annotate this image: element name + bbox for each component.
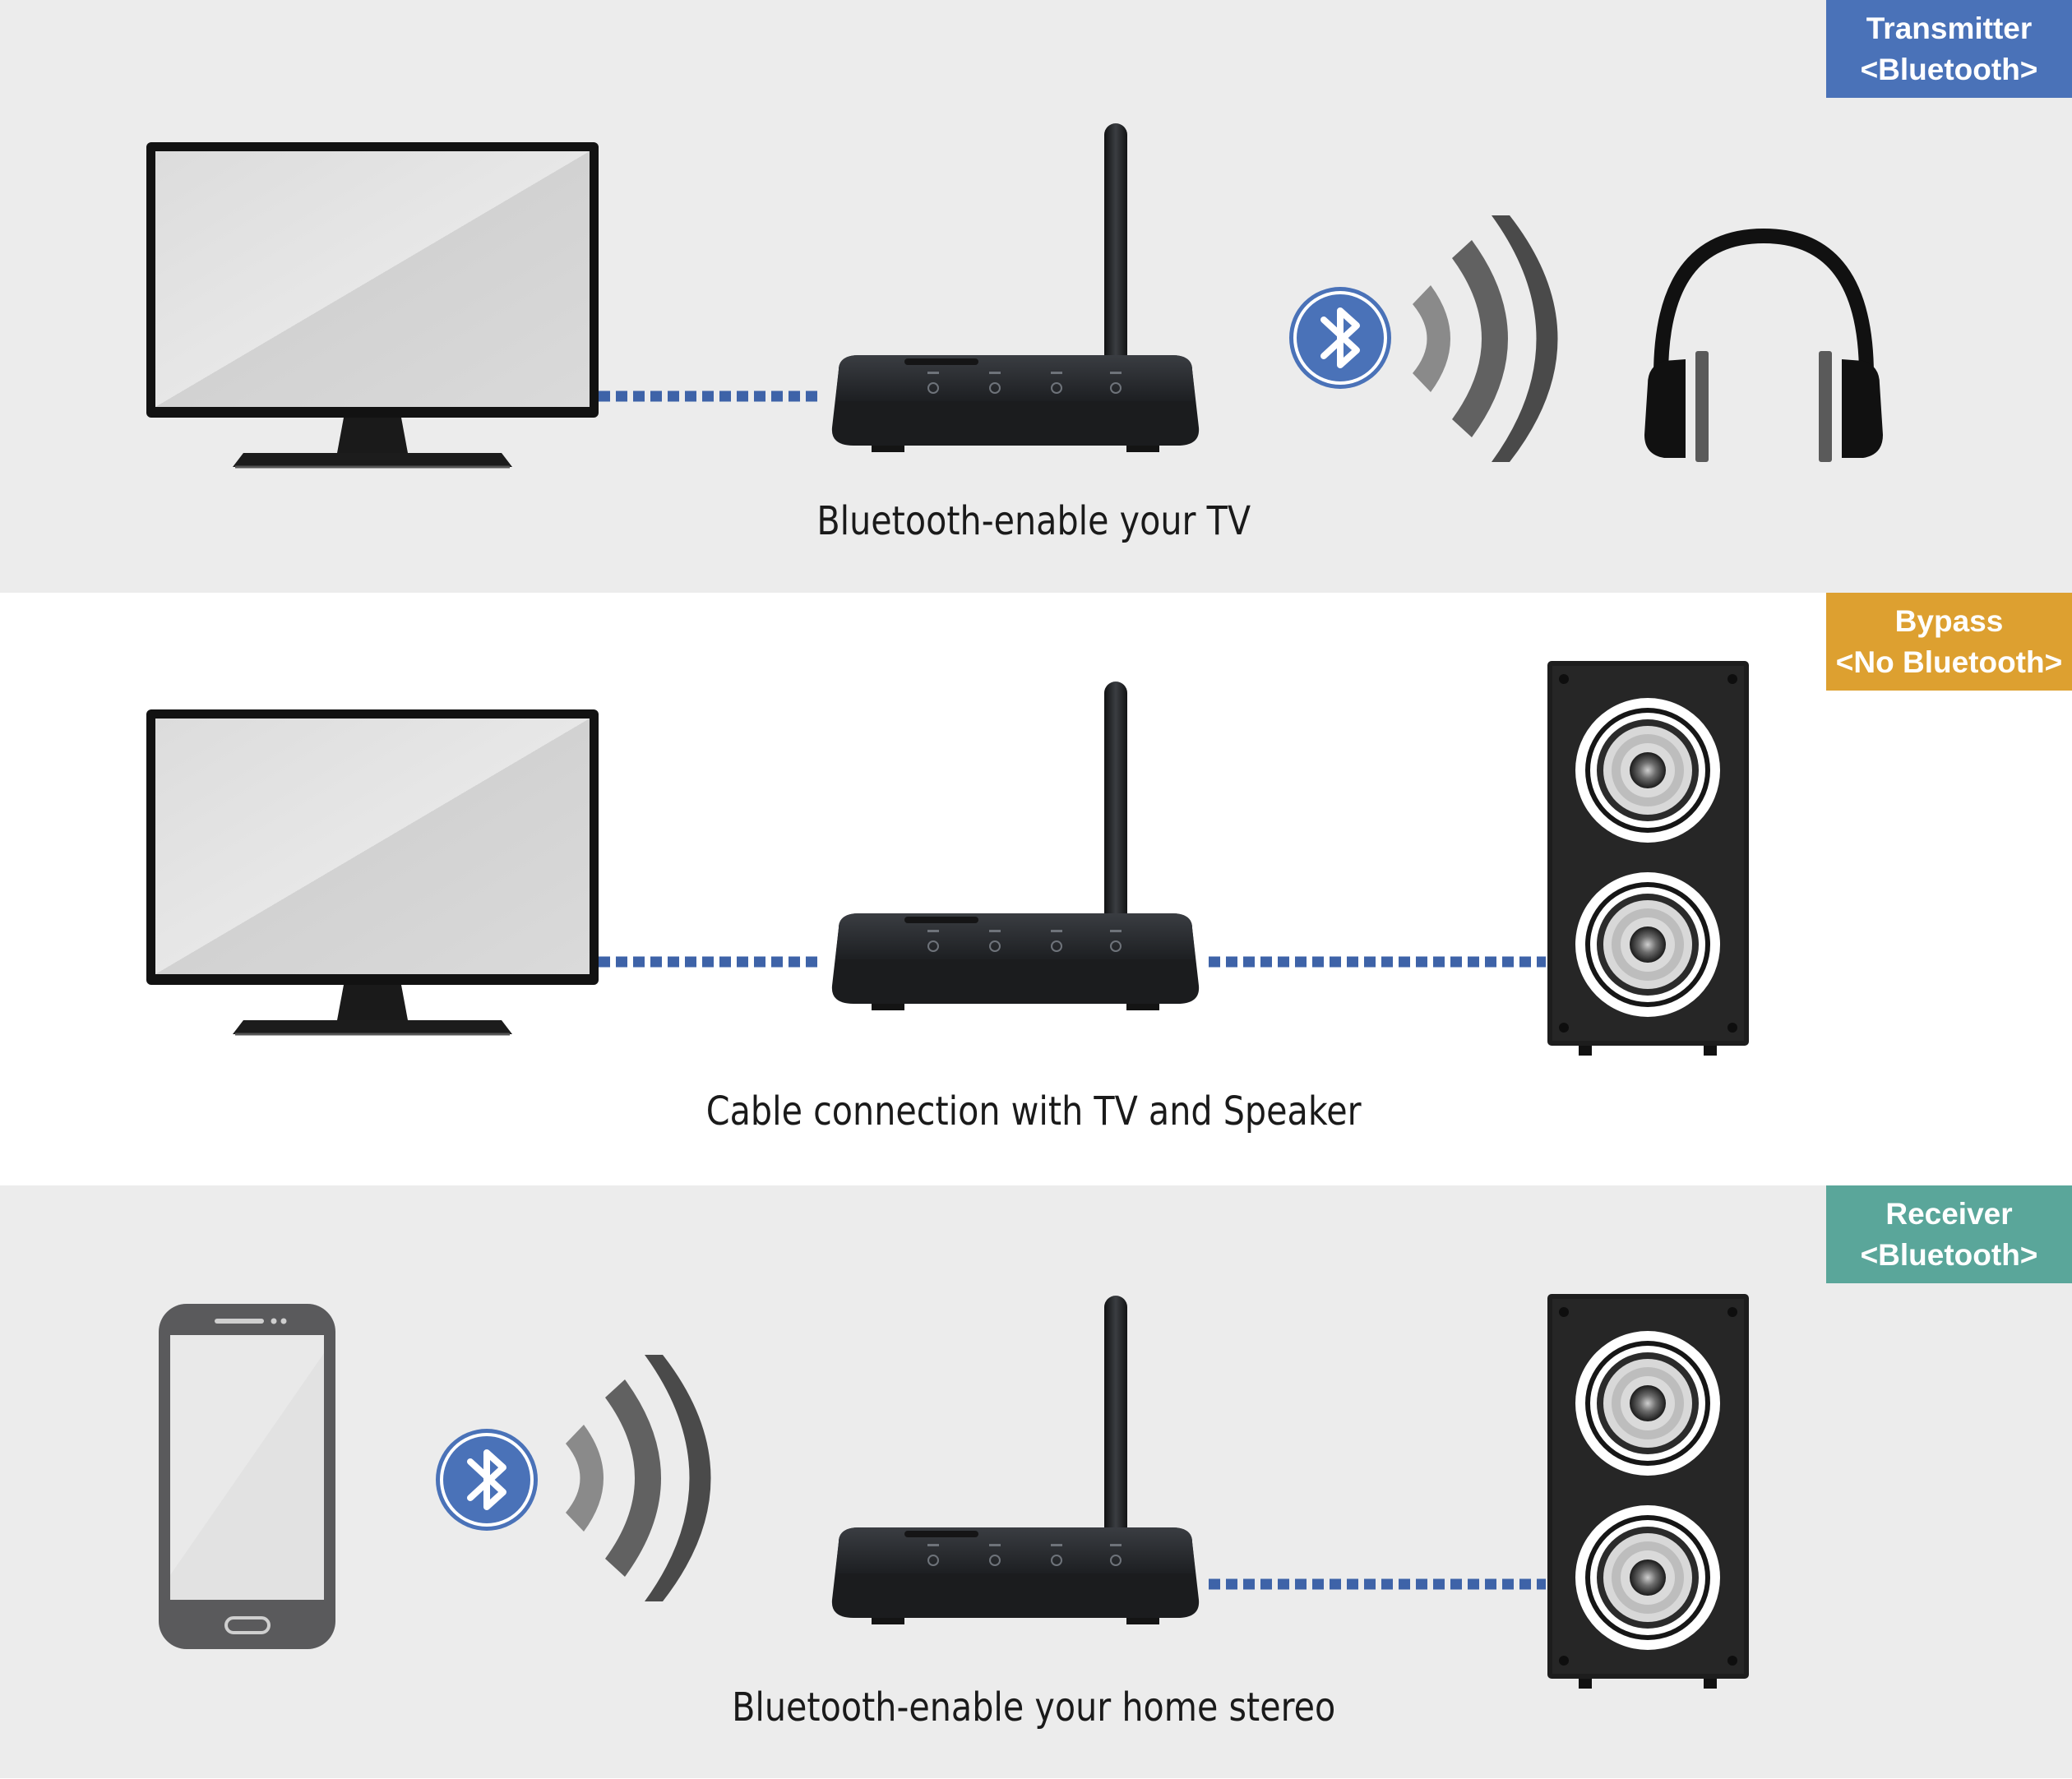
headphones-icon <box>1644 236 1883 462</box>
section-caption: Cable connection with TV and Speaker <box>705 1088 1362 1134</box>
transmitter-device-icon <box>830 123 1200 453</box>
wireless-waves-icon <box>1413 215 1558 462</box>
tv-icon <box>146 142 599 469</box>
badge-title: Transmitter <box>1866 11 2033 45</box>
mode-badge-bypass: Bypass <No Bluetooth> <box>1826 593 2072 691</box>
bypass-illustration <box>146 661 1749 1056</box>
badge-subtitle: <Bluetooth> <box>1860 1237 2038 1272</box>
mode-badge-receiver: Receiver <Bluetooth> <box>1826 1185 2072 1283</box>
badge-title: Receiver <box>1885 1196 2013 1231</box>
tv-icon <box>146 709 599 1036</box>
bluetooth-icon <box>436 1429 538 1531</box>
receiver-section: Receiver <Bluetooth> Bluetooth-enable yo… <box>0 1185 2072 1778</box>
section-caption: Bluetooth-enable your home stereo <box>732 1684 1336 1730</box>
receiver-illustration <box>159 1294 1749 1689</box>
receiver-device-icon <box>830 1296 1200 1625</box>
transmitter-section: Transmitter <Bluetooth> Bluetooth-enable… <box>0 0 2072 593</box>
transmitter-device-icon <box>830 682 1200 1011</box>
transmitter-illustration <box>146 123 2072 469</box>
smartphone-icon <box>159 1304 335 1649</box>
bluetooth-icon <box>1289 287 1391 389</box>
speaker-icon <box>1547 1294 1749 1689</box>
bypass-section: Bypass <No Bluetooth> Cable connection w… <box>0 593 2072 1185</box>
speaker-icon <box>1547 661 1749 1056</box>
section-caption: Bluetooth-enable your TV <box>816 498 1251 544</box>
badge-subtitle: <Bluetooth> <box>1860 52 2038 86</box>
wireless-waves-icon <box>566 1355 711 1601</box>
badge-subtitle: <No Bluetooth> <box>1835 645 2063 679</box>
mode-badge-transmitter: Transmitter <Bluetooth> <box>1826 0 2072 98</box>
badge-title: Bypass <box>1894 603 2004 638</box>
